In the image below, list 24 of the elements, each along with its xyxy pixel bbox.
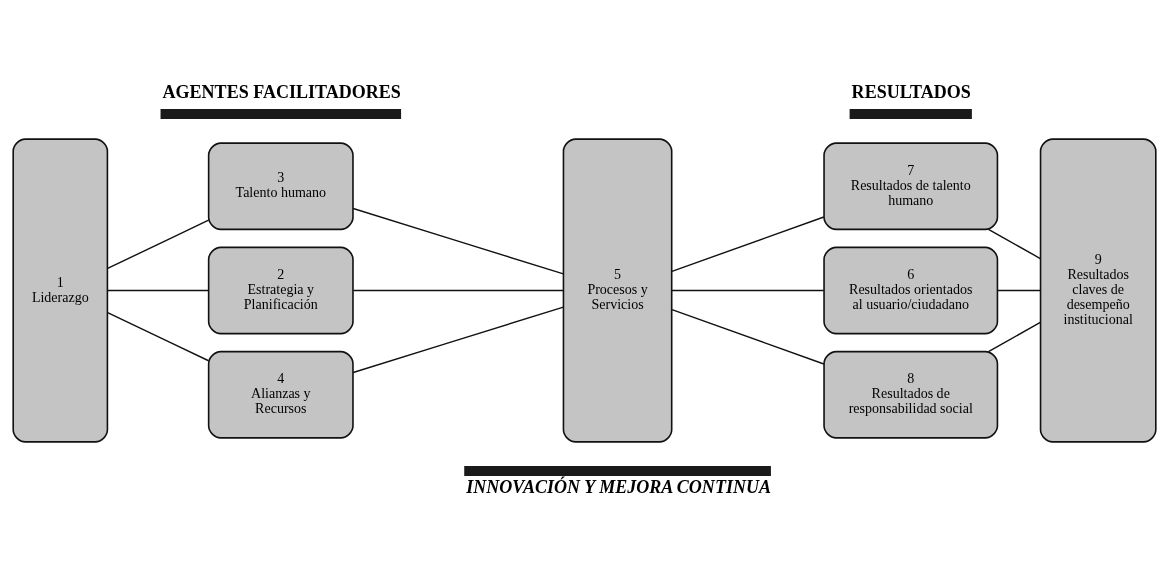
connector bbox=[671, 308, 825, 365]
node-box: 8 Resultados de responsabilidad social bbox=[823, 350, 999, 439]
node-box: 3 Talento humano bbox=[207, 141, 354, 230]
node-box: 4 Alianzas y Recursos bbox=[207, 350, 354, 439]
node-box: 7 Resultados de talento humano bbox=[823, 141, 999, 230]
connector bbox=[106, 219, 210, 269]
connector bbox=[671, 215, 825, 272]
connector bbox=[987, 321, 1041, 352]
connector bbox=[352, 289, 565, 291]
label: AGENTES FACILITADORES bbox=[162, 81, 401, 102]
node-box: 2 Estrategia y Planificación bbox=[207, 246, 354, 334]
connector bbox=[987, 228, 1041, 259]
node-box: 6 Resultados orientados al usuario/ciudadano bbox=[823, 246, 999, 334]
connector bbox=[352, 207, 565, 275]
connector bbox=[671, 289, 825, 291]
label: INNOVACIÓN Y MEJORA CONTINUA bbox=[466, 476, 771, 497]
label: RESULTADOS bbox=[851, 81, 971, 102]
connector bbox=[106, 311, 210, 361]
connector bbox=[352, 305, 565, 373]
connector bbox=[996, 289, 1042, 291]
node-box: 9 Resultados claves de desempeño institucional bbox=[1039, 137, 1157, 443]
node-box: 1 Liderazgo bbox=[12, 137, 109, 443]
connector bbox=[106, 289, 210, 291]
node-box: 5 Procesos y Servicios bbox=[562, 137, 673, 443]
